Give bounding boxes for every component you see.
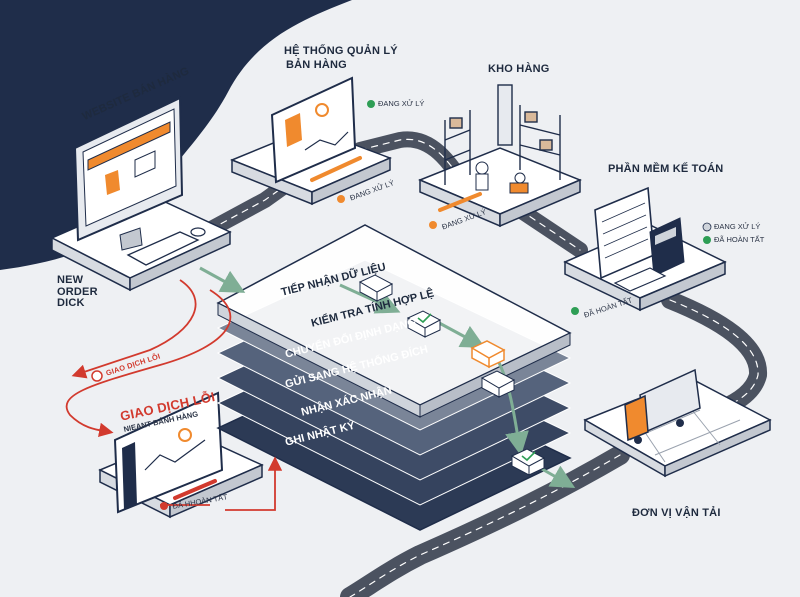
cube-converted: [470, 340, 506, 369]
cube-validated: [406, 310, 442, 338]
sales-status-top: Đang Xử Lý: [378, 99, 425, 108]
cube-received: [358, 274, 394, 302]
cash-icon: [613, 267, 667, 292]
keyboard-icon: [126, 231, 200, 266]
accounting-title: Phần Mềm Kế Toán: [608, 163, 724, 175]
monitor-icon: [73, 96, 184, 251]
website-caption: New Order Dick: [57, 274, 98, 310]
warning-icon: [91, 370, 103, 382]
accounting-status-done: Đã Hoàn Tất: [714, 235, 765, 244]
cube-confirmed: [510, 448, 546, 476]
cube-sent: [480, 370, 516, 398]
process-cubes: [358, 274, 546, 476]
dashboard-icon: [270, 76, 357, 184]
error-node: [98, 391, 264, 519]
sales-system-node: [230, 76, 392, 206]
shipping-title: Đơn Vị Vận Tải: [632, 507, 721, 519]
map-icon: [629, 394, 741, 463]
layer-stack: [216, 224, 572, 531]
status-orange-icon: [429, 221, 437, 229]
mouse-icon: [190, 227, 206, 237]
warehouse-node: [418, 84, 582, 228]
robot-icon: [475, 161, 529, 194]
status-green-icon: [571, 307, 579, 315]
status-orange-icon: [337, 195, 345, 203]
shop-awning-icon: [87, 121, 171, 171]
warehouse-title: Kho Hàng: [488, 63, 550, 75]
warehouse-shelf-icon: [444, 84, 561, 185]
calculator-icon: [649, 217, 685, 277]
accounting-status-processing: Đang Xử Lý: [714, 222, 761, 231]
progress-bar: [310, 156, 362, 182]
status-green-icon: [703, 236, 711, 244]
accounting-node: [563, 186, 727, 312]
status-icons: [91, 100, 712, 510]
truck-icon: [624, 368, 701, 444]
spreadsheet-icon: [594, 186, 655, 280]
sales-system-title-1: Hệ Thống Quản Lý: [284, 45, 398, 57]
sales-system-title-2: Bản Hàng: [286, 59, 347, 71]
status-grey-icon: [702, 222, 712, 232]
error-flow-arrows: [65, 279, 283, 511]
status-green-icon: [367, 100, 375, 108]
website-node: [50, 96, 232, 292]
check-icon: [417, 313, 432, 324]
error-dashboard-icon: [113, 391, 224, 514]
status-red-icon: [160, 502, 168, 510]
shipping-node: [583, 368, 772, 478]
